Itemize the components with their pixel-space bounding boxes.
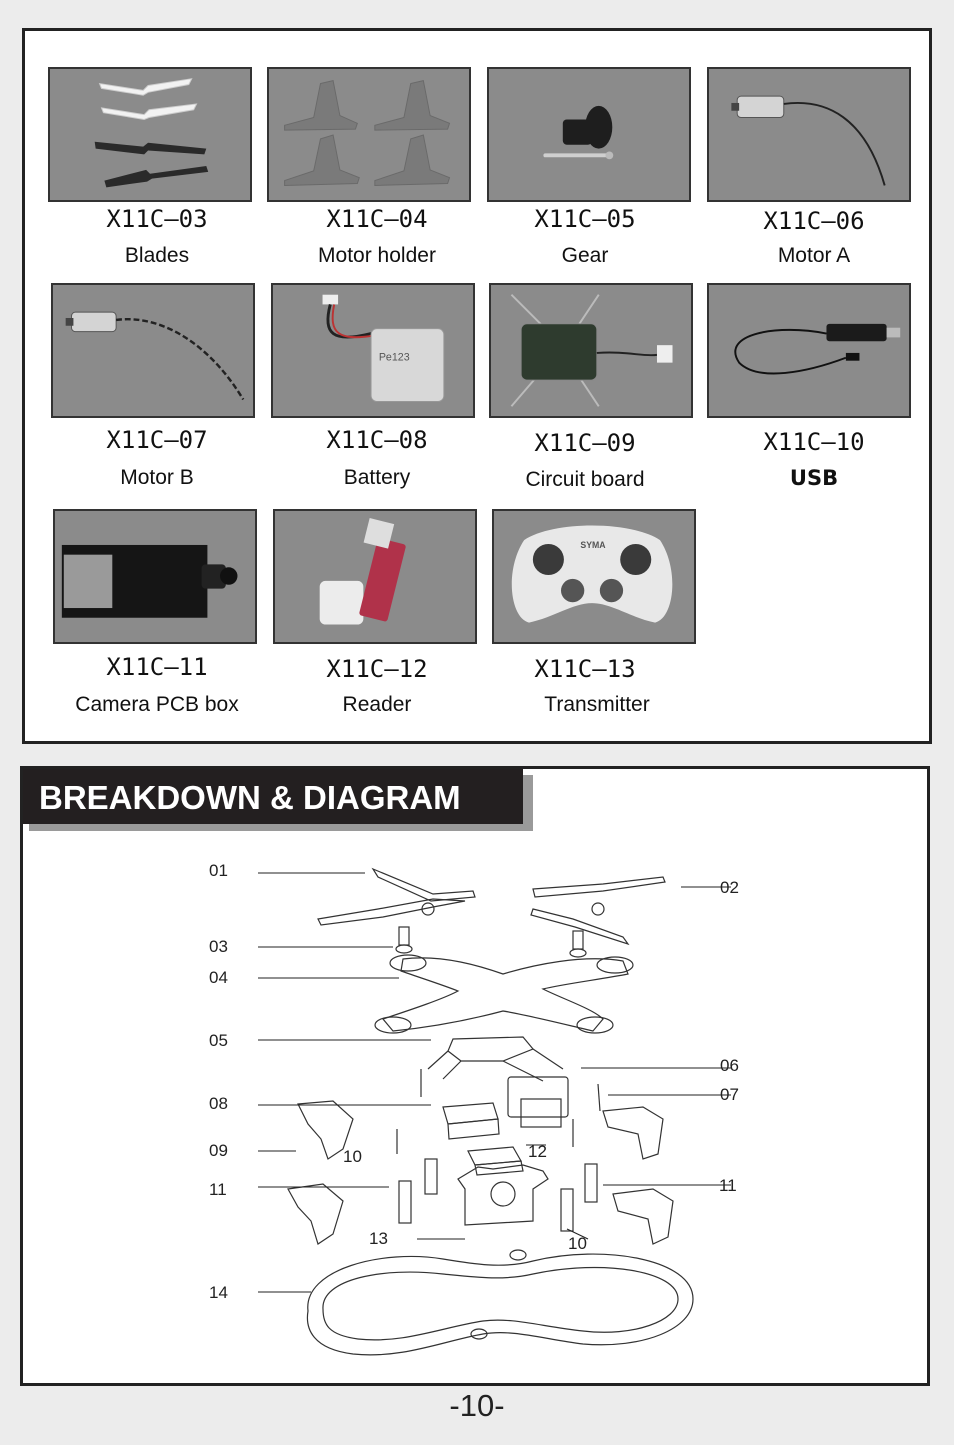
motor-a-image <box>731 95 886 186</box>
section-title: BREAKDOWN & DIAGRAM <box>23 769 523 824</box>
battery-photo: Pe123 <box>271 283 475 418</box>
battery-image: Pe123 <box>322 294 445 402</box>
callout-lines <box>258 872 731 1293</box>
part-code: X11C–09 <box>534 429 636 457</box>
part-code: X11C–10 <box>763 428 865 456</box>
callout-02: 02 <box>720 878 739 897</box>
blade-group <box>317 867 666 946</box>
callout-11: 11 <box>719 1176 737 1195</box>
camera-pcb-photo <box>53 509 257 644</box>
part-code: X11C–12 <box>326 655 428 683</box>
parts-panel: X11C–03 Blades X11C–04 Motor holder X11C… <box>22 28 932 744</box>
callout-11: 11 <box>209 1180 227 1199</box>
transmitter-photo: SYMA <box>492 509 696 644</box>
callout-03: 03 <box>209 937 228 956</box>
motor-a-photo <box>707 67 911 202</box>
motor-holder-image <box>284 80 451 186</box>
part-name: Motor holder <box>318 244 436 267</box>
reader-photo <box>273 509 477 644</box>
camera-module <box>457 1164 549 1226</box>
exploded-diagram <box>258 867 731 1356</box>
part-name: USB <box>789 466 839 490</box>
part-code: X11C–11 <box>106 653 208 681</box>
main-frame <box>374 954 634 1034</box>
part-name: Battery <box>343 466 411 489</box>
camera-pcb-image <box>61 544 238 618</box>
battery <box>442 1102 500 1140</box>
circuit-board-photo <box>489 283 693 418</box>
blades-photo <box>48 67 252 202</box>
part-name: Camera PCB box <box>75 693 239 716</box>
transmitter-brand: SYMA <box>580 540 606 550</box>
callout-12: 12 <box>528 1142 547 1161</box>
callout-01: 01 <box>209 861 228 880</box>
part-name: Motor B <box>120 466 194 489</box>
reader-image <box>319 518 406 625</box>
part-code: X11C–06 <box>763 207 865 235</box>
part-code: X11C–08 <box>326 426 428 454</box>
callout-04: 04 <box>209 968 228 987</box>
part-code: X11C–13 <box>534 655 636 683</box>
part-name: Transmitter <box>544 693 650 716</box>
circuit-board <box>427 1036 564 1082</box>
page-number: -10- <box>449 1388 505 1423</box>
motor-holder-photo <box>267 67 471 202</box>
motor-b-photo <box>51 283 255 418</box>
gear-group <box>395 926 587 958</box>
callout-13: 13 <box>369 1229 388 1248</box>
part-name: Gear <box>561 244 609 267</box>
callout-05: 05 <box>209 1031 228 1050</box>
legs <box>398 1158 598 1232</box>
camera-pcb <box>467 1146 524 1176</box>
part-name: Circuit board <box>525 468 645 491</box>
protection-guard <box>306 1249 694 1356</box>
callout-14: 14 <box>209 1283 228 1302</box>
camera-housing <box>507 1076 569 1128</box>
part-code: X11C–07 <box>106 426 208 454</box>
part-code: X11C–04 <box>326 205 428 233</box>
callout-10: 10 <box>568 1234 587 1253</box>
part-code: X11C–05 <box>534 205 636 233</box>
circuit-board-image <box>510 294 673 407</box>
transmitter-image: SYMA <box>511 525 673 623</box>
callout-07: 07 <box>720 1085 739 1104</box>
callout-06: 06 <box>720 1056 739 1075</box>
motor-b-image <box>65 311 245 401</box>
part-code: X11C–03 <box>106 205 208 233</box>
screws <box>396 1069 601 1154</box>
callout-08: 08 <box>209 1094 228 1113</box>
motor-holders <box>287 1100 674 1245</box>
breakdown-panel: BREAKDOWN & DIAGRAM <box>20 766 930 1386</box>
gear-image <box>543 105 614 160</box>
part-name: Motor A <box>777 244 851 267</box>
callout-10: 10 <box>343 1147 362 1166</box>
part-name: Blades <box>124 244 190 267</box>
usb-photo <box>707 283 911 418</box>
battery-label: Pe123 <box>379 352 410 364</box>
usb-image <box>734 323 901 375</box>
gear-photo <box>487 67 691 202</box>
callout-09: 09 <box>209 1141 228 1160</box>
blades-image <box>94 78 209 188</box>
part-name: Reader <box>342 693 412 716</box>
